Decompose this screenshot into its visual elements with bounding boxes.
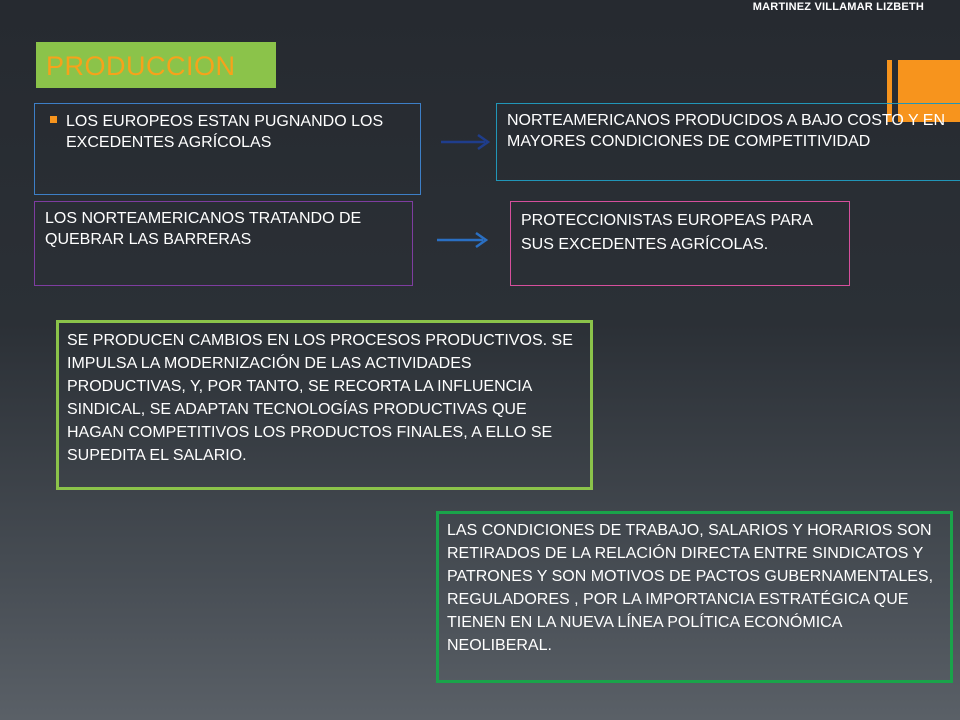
right-arrow-icon (441, 133, 491, 151)
author-name: MARTINEZ VILLAMAR LIZBETH (752, 1, 924, 13)
slide-title-bar: PRODUCCION (36, 42, 276, 88)
text-box-condiciones-trabajo: LAS CONDICIONES DE TRABAJO, SALARIOS Y H… (436, 511, 953, 683)
right-arrow-icon (437, 231, 489, 249)
text-box-europeos: LOS EUROPEOS ESTAN PUGNANDO LOS EXCEDENT… (34, 103, 421, 195)
text-europeos: LOS EUROPEOS ESTAN PUGNANDO LOS EXCEDENT… (66, 113, 384, 151)
square-bullet-icon (50, 116, 57, 123)
text-norteamericanos-barreras: LOS NORTEAMERICANOS TRATANDO DE QUEBRAR … (45, 210, 362, 248)
text-cambios-productivos: SE PRODUCEN CAMBIOS EN LOS PROCESOS PROD… (67, 332, 573, 464)
text-proteccionistas: PROTECCIONISTAS EUROPEAS PARA SUS EXCEDE… (521, 212, 813, 253)
text-box-norteamericanos-costo: NORTEAMERICANOS PRODUCIDOS A BAJO COSTO … (496, 103, 960, 181)
text-condiciones-trabajo: LAS CONDICIONES DE TRABAJO, SALARIOS Y H… (447, 522, 934, 654)
text-norteamericanos-costo: NORTEAMERICANOS PRODUCIDOS A BAJO COSTO … (507, 112, 946, 150)
text-box-norteamericanos-barreras: LOS NORTEAMERICANOS TRATANDO DE QUEBRAR … (34, 201, 413, 286)
slide-title: PRODUCCION (46, 51, 236, 81)
decorative-line-thick (898, 60, 960, 122)
decorative-line-thin (887, 60, 892, 122)
text-box-cambios-productivos: SE PRODUCEN CAMBIOS EN LOS PROCESOS PROD… (56, 320, 593, 490)
text-box-proteccionistas: PROTECCIONISTAS EUROPEAS PARA SUS EXCEDE… (510, 201, 850, 286)
